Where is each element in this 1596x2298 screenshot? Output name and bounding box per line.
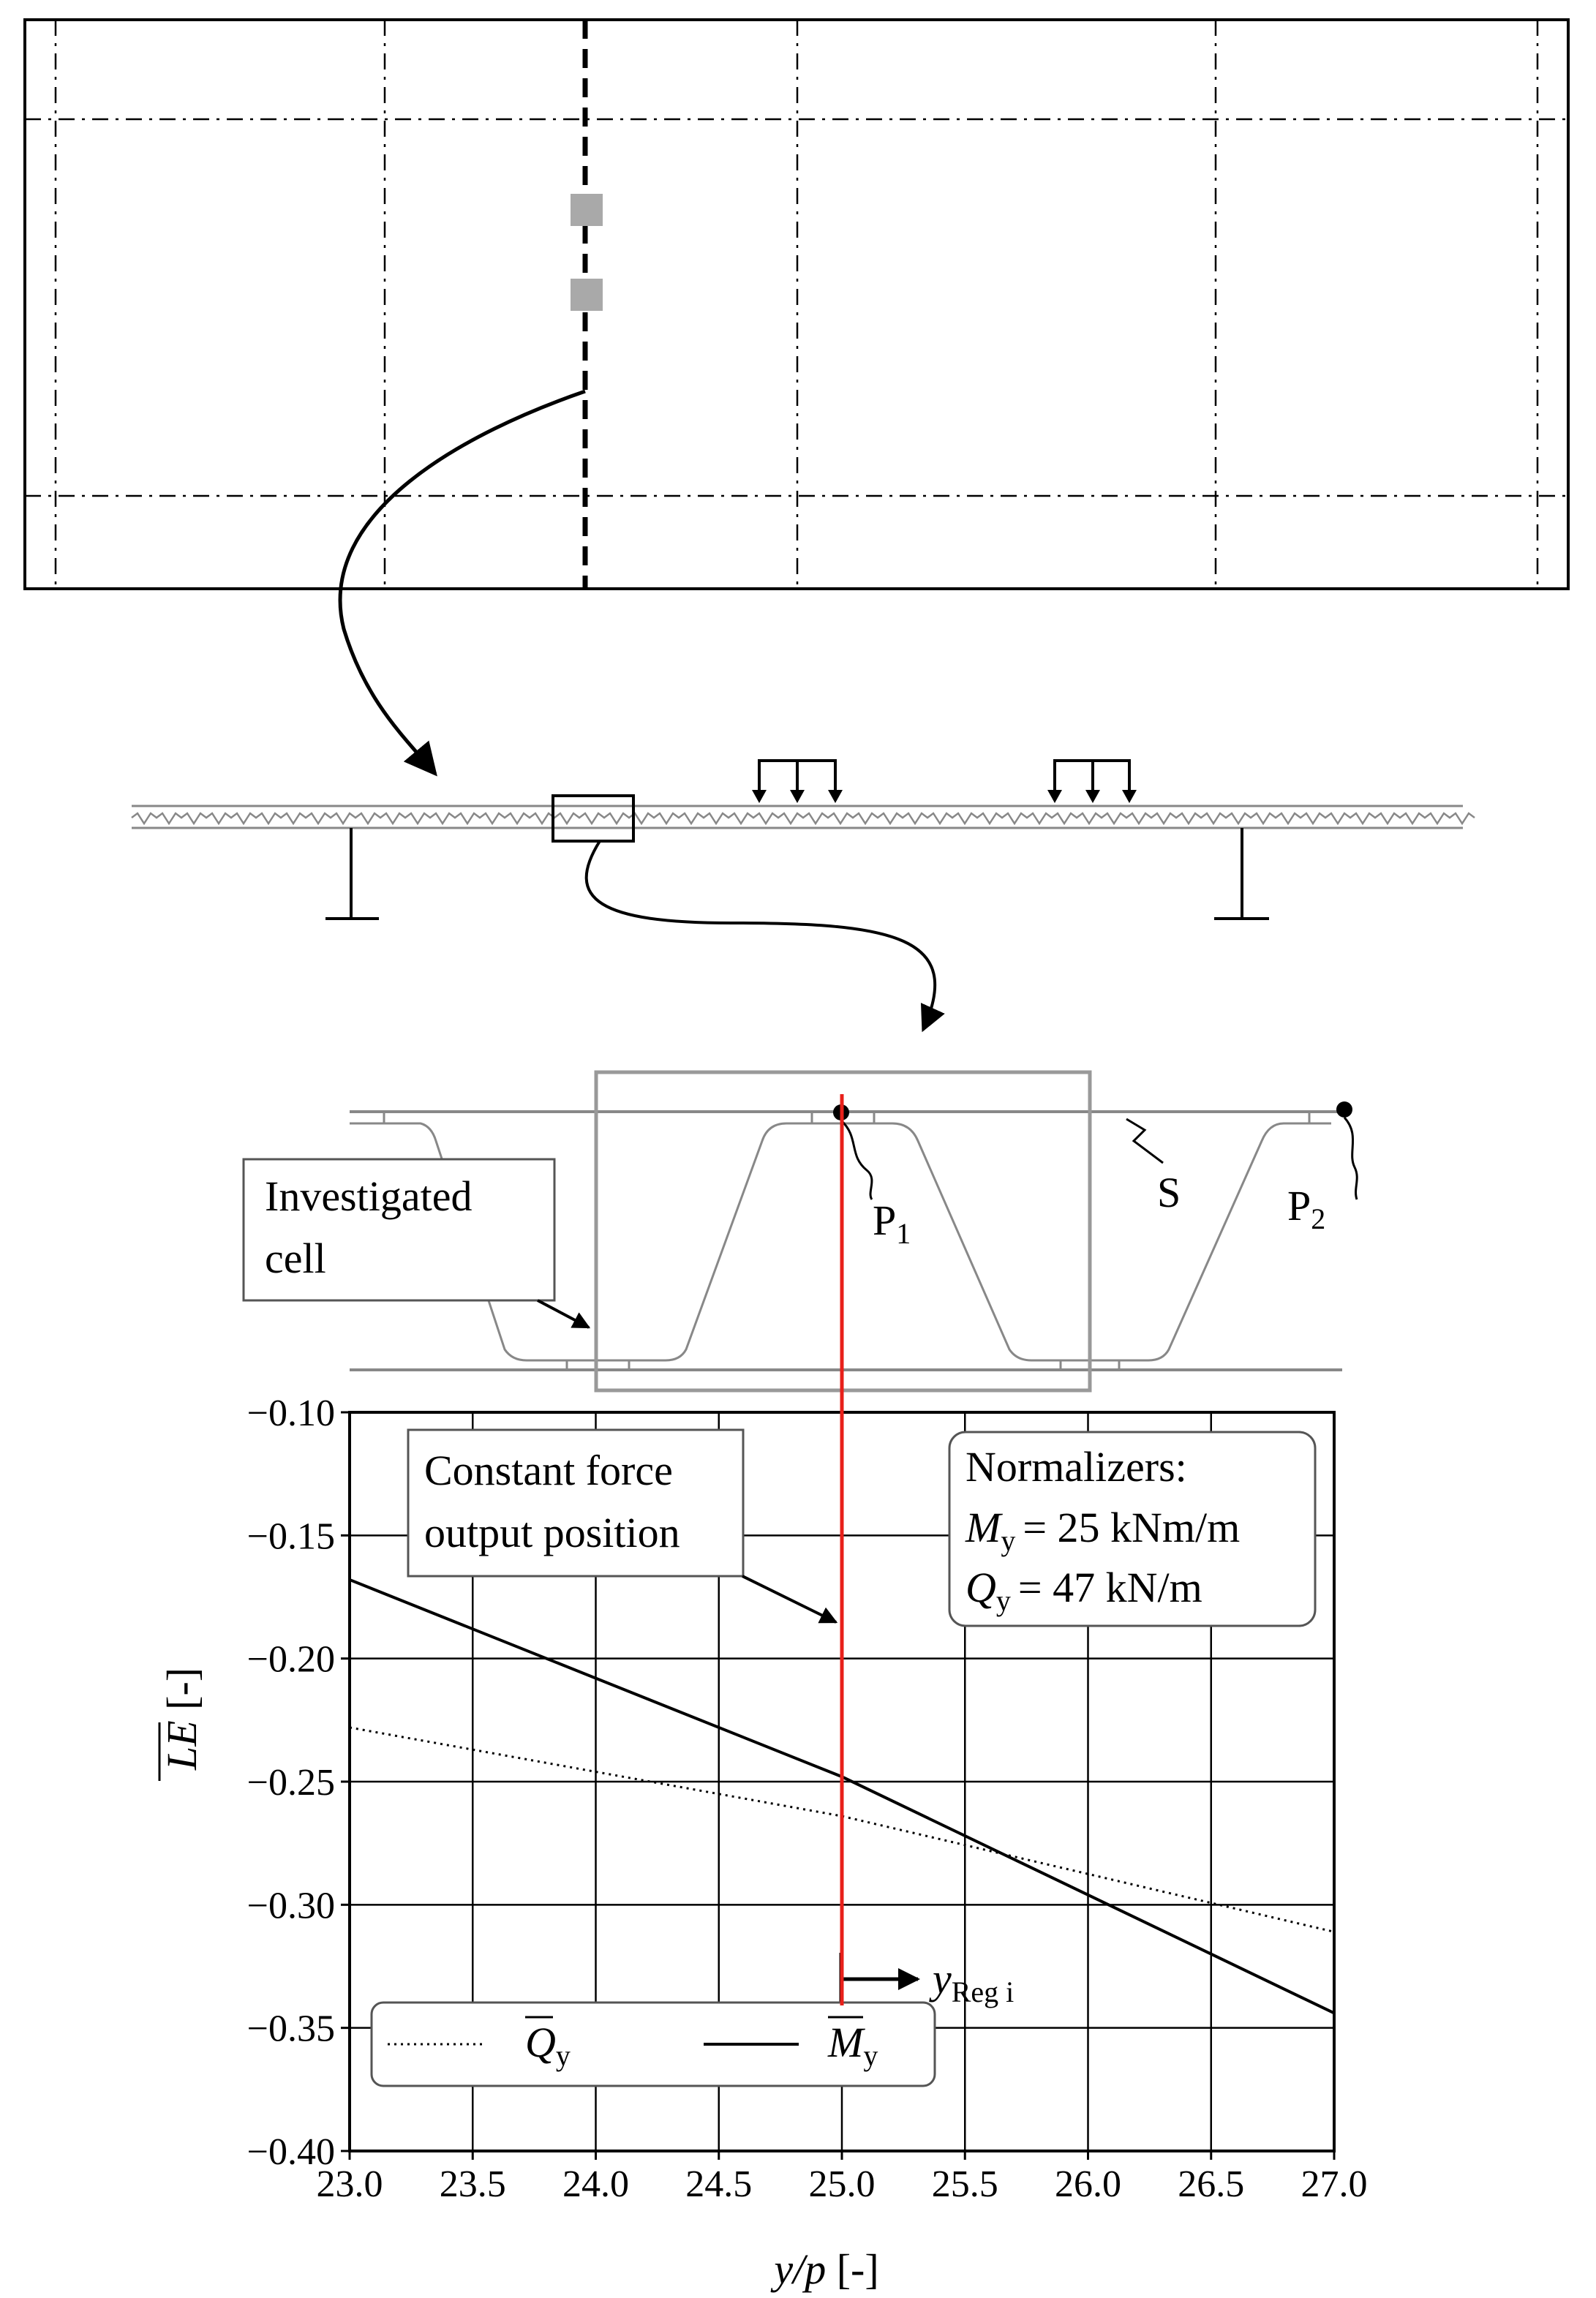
x-tick-label: 26.5 <box>1178 2163 1244 2205</box>
y-tick-label: −0.25 <box>247 1762 335 1804</box>
normalizers-box <box>948 1431 1317 1627</box>
p1-label: P1 <box>873 1197 911 1250</box>
y-tick-label: −0.35 <box>247 2008 335 2050</box>
x-tick-label: 23.5 <box>440 2163 506 2205</box>
legend-box <box>370 2001 936 2087</box>
constant-force-label-line1: Constant force <box>424 1447 673 1494</box>
x-tick-label: 23.0 <box>317 2163 383 2205</box>
detail-view: Investigated cell P1 P2 S <box>242 1070 1358 1393</box>
normalizers-title: Normalizers: <box>965 1443 1187 1491</box>
load-group-1 <box>752 759 843 803</box>
p2-leader <box>1343 1116 1358 1200</box>
y-tick-label: −0.20 <box>247 1639 335 1681</box>
support-left <box>325 828 379 920</box>
p1-leader <box>840 1119 873 1200</box>
x-tick-label: 25.5 <box>932 2163 998 2205</box>
series-line-qy <box>349 1726 1335 1933</box>
y-tick-label: −0.15 <box>247 1515 335 1557</box>
investigated-cell-label-line2: cell <box>265 1235 326 1282</box>
y-tick-labels: −0.10 −0.15 −0.20 −0.25 −0.30 −0.35 −0.40 <box>247 1393 335 2173</box>
legend-label-my: My <box>827 2019 878 2072</box>
detail-marker-box <box>552 794 635 843</box>
s-leader <box>1126 1118 1164 1164</box>
plan-view <box>23 18 1570 777</box>
constant-force-label-line2: output position <box>424 1509 680 1556</box>
x-tick-label: 26.0 <box>1055 2163 1121 2205</box>
x-tick-label: 25.0 <box>809 2163 876 2205</box>
load-marker-2 <box>571 279 603 311</box>
chart: 23.0 23.5 24.0 24.5 25.0 25.5 26.0 26.5 27.0 −0.… <box>158 1393 1368 2293</box>
support-right <box>1214 828 1269 920</box>
load-group-2 <box>1047 759 1137 803</box>
constant-force-arrow <box>742 1575 838 1624</box>
normalizer-my: My= 25 kNm/m <box>965 1504 1240 1557</box>
investigated-cell-arrow <box>537 1299 591 1329</box>
load-marker-1 <box>571 194 603 226</box>
cross-section <box>131 759 1475 1033</box>
x-tick-labels: 23.0 23.5 24.0 24.5 25.0 25.5 26.0 26.5 27.0 <box>317 2163 1368 2205</box>
section-to-detail-arrow <box>584 840 945 1033</box>
legend: Qy My <box>370 2001 936 2087</box>
x-tick-label: 27.0 <box>1301 2163 1368 2205</box>
y-tick-label: −0.30 <box>247 1885 335 1926</box>
x-tick-label: 24.0 <box>562 2163 629 2205</box>
trapezoidal-core-profile <box>377 1122 1331 1362</box>
point-p2 <box>1336 1101 1352 1118</box>
y-axis-label: LE [-] <box>158 1668 206 1781</box>
investigated-cell-label-box <box>242 1158 556 1302</box>
weld-ticks <box>383 1112 1311 1370</box>
x-tick-label: 24.5 <box>685 2163 752 2205</box>
yreg-label: yReg i <box>929 1955 1014 2008</box>
y-tick-label: −0.40 <box>247 2131 335 2173</box>
normalizer-qy: Qy= 47 kN/m <box>965 1564 1202 1617</box>
plan-to-section-arrow <box>338 389 586 777</box>
y-tick-label: −0.10 <box>247 1393 335 1434</box>
x-axis-label: y/p [-] <box>770 2245 878 2293</box>
s-label: S <box>1157 1169 1181 1216</box>
investigated-cell-label-line1: Investigated <box>265 1172 472 1220</box>
plan-grid-lines <box>25 20 1568 589</box>
svg-text:LE [-]: LE [-] <box>158 1668 206 1771</box>
legend-label-qy: Qy <box>525 2019 571 2072</box>
constant-force-box <box>407 1428 745 1578</box>
p2-label: P2 <box>1287 1182 1325 1235</box>
deck-corrugation <box>131 812 1475 826</box>
